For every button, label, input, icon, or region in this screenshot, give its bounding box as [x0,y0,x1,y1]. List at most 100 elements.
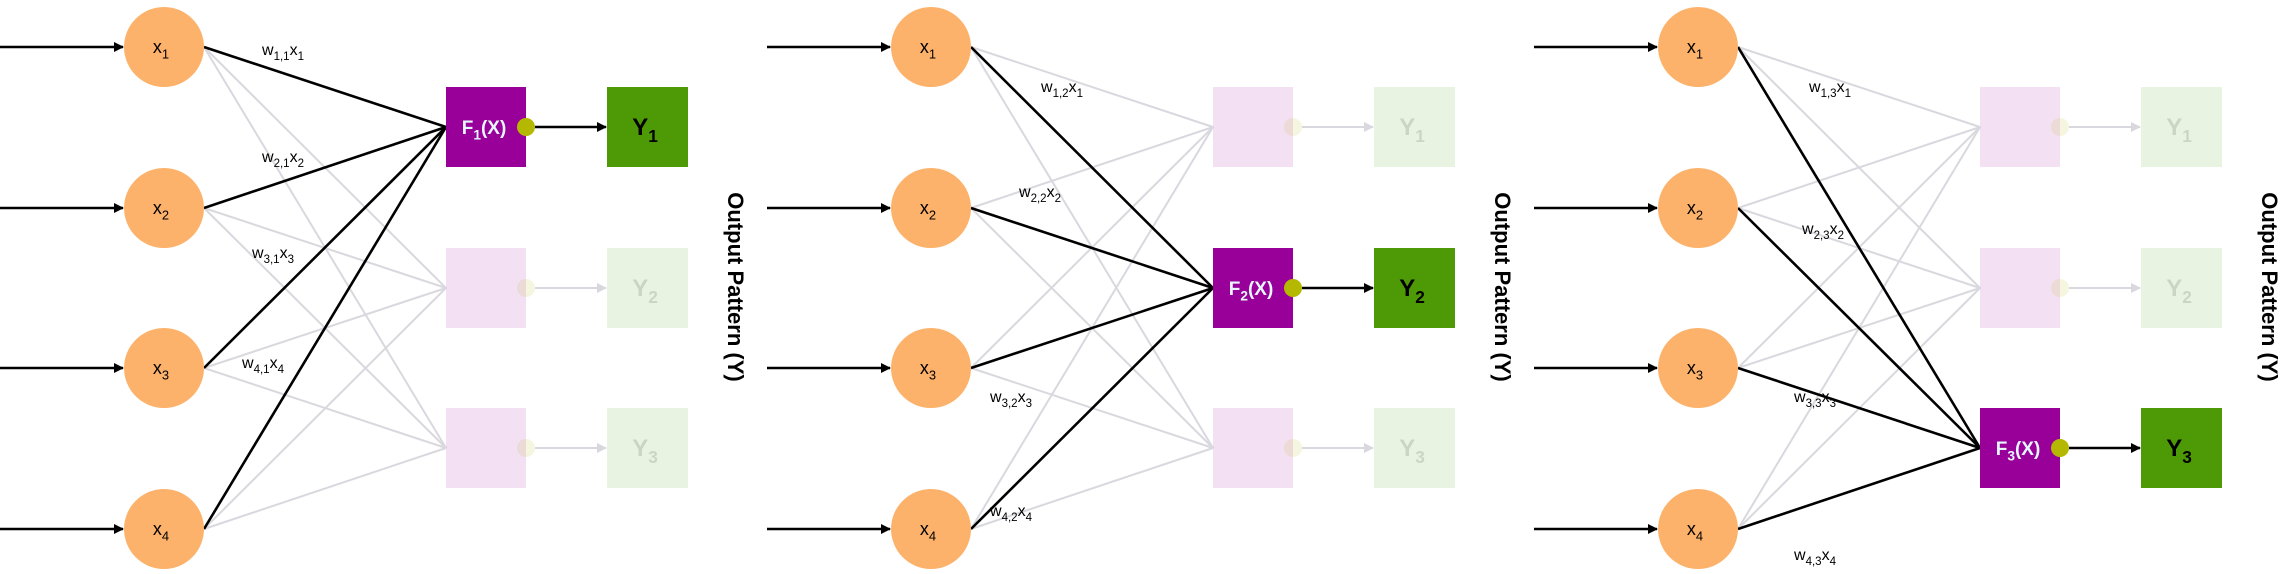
weight-label: w1,2x1 [1040,79,1083,100]
output-dot [517,118,535,136]
weight-label: w1,3x1 [1808,79,1851,100]
subscript: 4 [929,528,936,543]
subscript: 3 [648,447,658,467]
output-dot [517,279,535,297]
active-connection [203,126,447,369]
subscript: 2 [1240,289,1248,304]
input-node-x3 [124,328,204,408]
subscript: 3 [1026,398,1032,410]
text-part: x [153,358,162,378]
output-pattern-label: Output Pattern (Y) [1490,192,1515,381]
output-box-y1 [2141,87,2222,167]
text-part: w [261,42,274,59]
text-part: x [920,198,929,218]
text-part: w [1808,79,1821,96]
text-part: (X) [1248,279,1273,300]
output-pattern-label: Output Pattern (Y) [723,192,748,381]
faint-connection [1737,126,1981,209]
subscript: 4 [1696,528,1703,543]
function-box-active [446,87,526,167]
text-part: x [1687,37,1696,57]
output-label: Y1 [632,114,658,146]
subscript: 2 [162,207,169,222]
panel-3: x1x2x3x4Y1Y2Y3F3(X)w1,3x1w2,3x2w3,3x3w4,… [1534,7,2282,569]
text-part: (X) [481,118,506,139]
subscript: 2 [1696,207,1703,222]
subscript: 2 [929,207,936,222]
text-part: (X) [2015,439,2040,460]
function-box-faint [1213,408,1293,488]
weight-label: w2,1x2 [261,149,304,170]
text-part: w [251,245,264,262]
input-node-x4 [1658,489,1738,569]
panel-2: x1x2x3x4Y1Y2F2(X)Y3w1,2x1w2,2x2w3,2x3w4,… [767,7,1515,569]
active-connection [1737,207,1981,449]
faint-connection [970,447,1214,530]
subscript: 2 [298,158,304,170]
subscript: 3,2 [1002,398,1018,410]
output-label: Y1 [1399,114,1425,146]
subscript: 2 [1055,193,1061,205]
active-connection [970,286,1214,370]
weight-label: w4,2x4 [989,503,1033,524]
output-label: Y2 [1399,275,1425,307]
subscript: 2,2 [1031,193,1047,205]
output-box-y1 [607,87,688,167]
text-part: x [290,149,298,166]
function-box-active [1980,408,2060,488]
text-part: w [989,389,1002,406]
weight-label: w3,3x3 [1793,389,1836,410]
text-part: w [261,149,274,166]
subscript: 1 [1845,88,1851,100]
active-connection [1737,366,1981,450]
text-part: Y [1399,435,1415,462]
subscript: 1 [1077,88,1083,100]
input-label: x1 [153,37,169,61]
text-part: x [920,37,929,57]
output-dot [1284,279,1302,297]
text-part: x [280,245,288,262]
text-part: x [153,37,162,57]
output-box-y3 [2141,408,2222,488]
output-label: Y2 [2166,275,2192,307]
faint-connection [203,447,447,530]
text-part: Y [2166,114,2182,141]
output-dot [1284,118,1302,136]
subscript: 3 [2007,449,2015,464]
output-label: Y2 [632,275,658,307]
output-box-y3 [1374,408,1455,488]
output-dot [1284,439,1302,457]
subscript: 3 [162,367,169,382]
output-box-y3 [607,408,688,488]
subscript: 4,2 [1002,512,1018,524]
subscript: 1,3 [1821,88,1837,100]
subscript: 2 [1838,230,1844,242]
weight-label: w1,1x1 [261,42,304,63]
output-label: Y3 [1399,435,1425,467]
text-part: x [270,355,278,372]
text-part: w [989,503,1002,520]
input-label: x4 [920,519,936,543]
output-pattern-label: Output Pattern (Y) [2257,192,2282,381]
text-part: x [1047,184,1055,201]
input-node-x1 [891,7,971,87]
text-part: F [1996,439,2008,460]
subscript: 2,1 [274,158,290,170]
active-connection [202,126,448,530]
text-part: w [1793,547,1806,564]
text-part: w [241,355,254,372]
input-label: x4 [153,519,169,543]
weight-label: w3,2x3 [989,389,1032,410]
text-part: Y [2166,275,2182,302]
active-connection [970,46,1214,289]
subscript: 3 [929,367,936,382]
text-part: x [920,358,929,378]
function-box-active [1213,248,1293,328]
text-part: x [153,198,162,218]
text-part: F [1229,279,1241,300]
input-label: x2 [153,198,169,222]
input-label: x1 [1687,37,1703,61]
active-connection [970,206,1214,290]
